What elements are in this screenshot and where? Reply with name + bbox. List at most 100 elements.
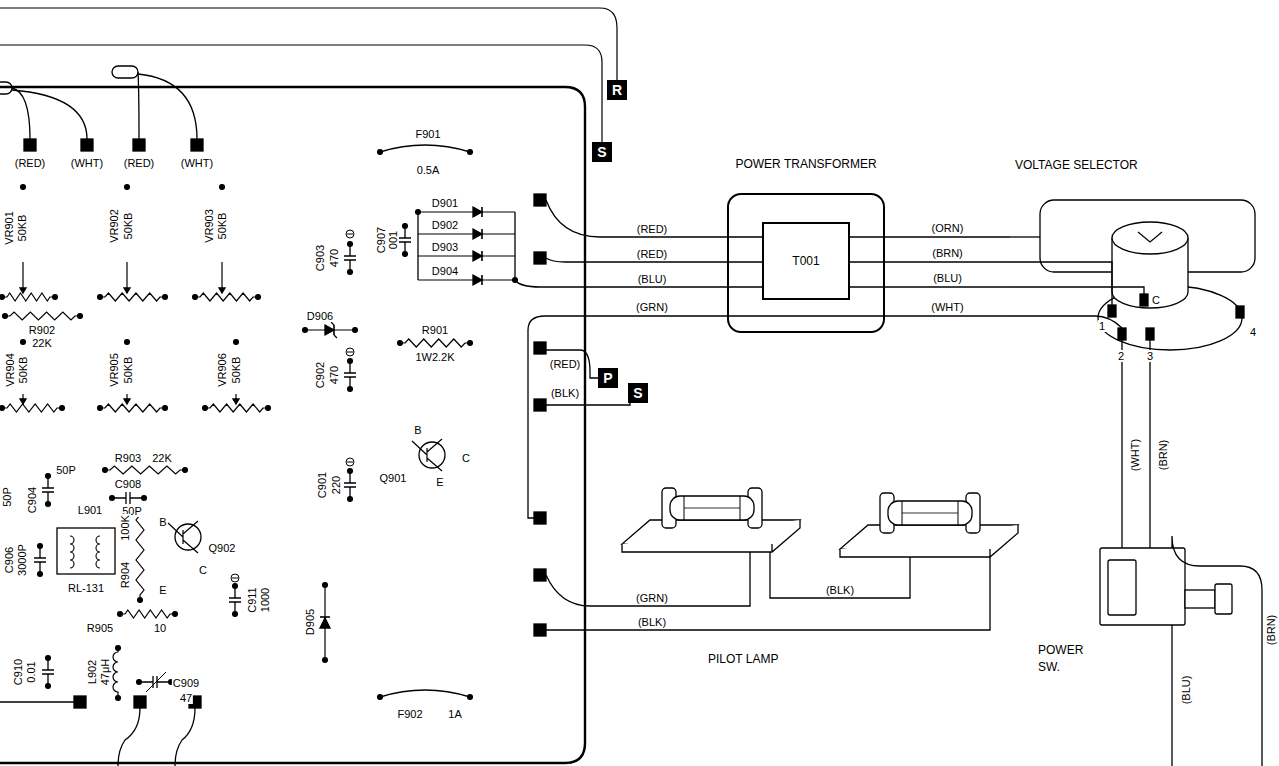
capacitor-symbol <box>344 471 356 499</box>
resistor-symbol <box>5 312 80 320</box>
fuse-symbol <box>380 690 470 697</box>
terminal-dot <box>21 185 26 190</box>
part-label: 47μH <box>99 658 111 687</box>
part-label: 50KB <box>17 356 29 385</box>
wire-line <box>417 212 418 280</box>
shielded-cable <box>0 8 617 80</box>
wire-line <box>1010 262 1112 305</box>
resistor-symbol <box>2 404 62 412</box>
potentiometer-wiper <box>126 262 127 290</box>
part-label: 0.01 <box>25 660 37 683</box>
wiper-arrow <box>124 399 130 404</box>
terminal-dot <box>116 646 121 651</box>
terminal-dot <box>46 502 51 507</box>
board-pad <box>534 194 546 206</box>
part-label: C <box>461 452 471 464</box>
part-label: (BLU) <box>637 273 668 285</box>
part-label: R904 <box>119 561 131 589</box>
transistor-symbol <box>419 442 445 468</box>
terminal-dot <box>233 612 238 617</box>
part-label: 001 <box>387 230 399 250</box>
terminal-dot <box>163 406 168 411</box>
part-label: C909 <box>172 677 200 689</box>
terminal-dot <box>142 496 147 501</box>
shielded-cable <box>0 45 602 142</box>
part-label: 100K <box>119 514 131 542</box>
part-label: D902 <box>431 219 459 231</box>
terminal-dot <box>137 680 142 685</box>
wire-line <box>1010 287 1144 294</box>
terminal-dot <box>125 340 130 345</box>
terminal-dot <box>468 341 473 346</box>
coil-winding <box>70 536 74 568</box>
part-label: 50KB <box>122 212 134 241</box>
terminal-dot <box>98 406 103 411</box>
transformer-core-box: T001 <box>762 222 850 300</box>
terminal-dot <box>103 468 108 473</box>
terminal-dot <box>303 328 308 333</box>
terminal-dot <box>116 696 121 701</box>
board-pad <box>534 624 546 636</box>
part-label: B <box>413 424 422 436</box>
part-label: L901 <box>77 504 103 516</box>
fuse-symbol <box>380 145 470 152</box>
board-pad <box>191 139 203 151</box>
resistor-symbol <box>100 293 165 301</box>
part-label: 50P <box>55 464 77 476</box>
diode-symbol <box>325 325 334 335</box>
part-label: (RED) <box>123 157 156 169</box>
wire-line <box>1171 625 1172 766</box>
switch-shaft <box>1185 590 1215 608</box>
power-switch: POWER SW. <box>1030 538 1230 688</box>
part-label: 50P <box>1 486 13 508</box>
terminal-dot <box>348 359 353 364</box>
terminal-dot <box>323 658 328 663</box>
resistor-symbol <box>136 510 144 600</box>
part-label: C902 <box>314 361 326 389</box>
capacitor-symbol <box>344 361 356 389</box>
lamp-tube <box>670 496 754 520</box>
selector-terminal <box>1118 328 1126 340</box>
resistor-symbol <box>105 466 185 474</box>
part-label: E <box>435 476 444 488</box>
terminal-dot <box>378 150 383 155</box>
terminal-dot <box>398 341 403 346</box>
drawing-group <box>0 8 1262 766</box>
diode-lead <box>418 279 515 280</box>
part-label: D901 <box>431 197 459 209</box>
board-pad <box>74 696 86 708</box>
capacitor-symbol <box>42 658 54 686</box>
part-label: VR904 <box>4 352 16 388</box>
zener-mark <box>331 322 337 338</box>
pilot-lamp: PILOT LAMP <box>620 478 1005 668</box>
selector-terminal <box>1146 328 1154 340</box>
lamp-filament <box>684 508 740 509</box>
terminal-dot <box>348 270 353 275</box>
part-label: E <box>158 584 167 596</box>
terminal-dot <box>125 185 130 190</box>
board-pad <box>534 399 546 411</box>
terminal-dot <box>416 210 421 215</box>
voltage-selector: VOLTAGE SELECTOR <box>1010 150 1260 372</box>
diode-bar <box>481 207 483 217</box>
part-label: R901 <box>421 324 449 336</box>
terminal-dot <box>38 572 43 577</box>
terminal-dot <box>110 496 115 501</box>
wire-color-label: (BLU) <box>932 272 963 284</box>
capacitor-symbol <box>229 586 241 614</box>
part-label: (BLK) <box>550 387 580 399</box>
part-label: (RED) <box>549 358 582 370</box>
wiper-arrow <box>233 399 239 404</box>
terminal-dot <box>173 612 178 617</box>
wire-connector <box>1121 372 1122 538</box>
terminal-dot <box>138 598 143 603</box>
transistor-leads <box>168 521 198 553</box>
capacitor-symbol <box>112 492 144 504</box>
terminal-dot <box>163 295 168 300</box>
node-label: T001 <box>792 254 819 268</box>
wiper-arrow <box>20 399 26 404</box>
selector-terminal <box>1108 305 1116 317</box>
terminal-dot <box>53 295 58 300</box>
